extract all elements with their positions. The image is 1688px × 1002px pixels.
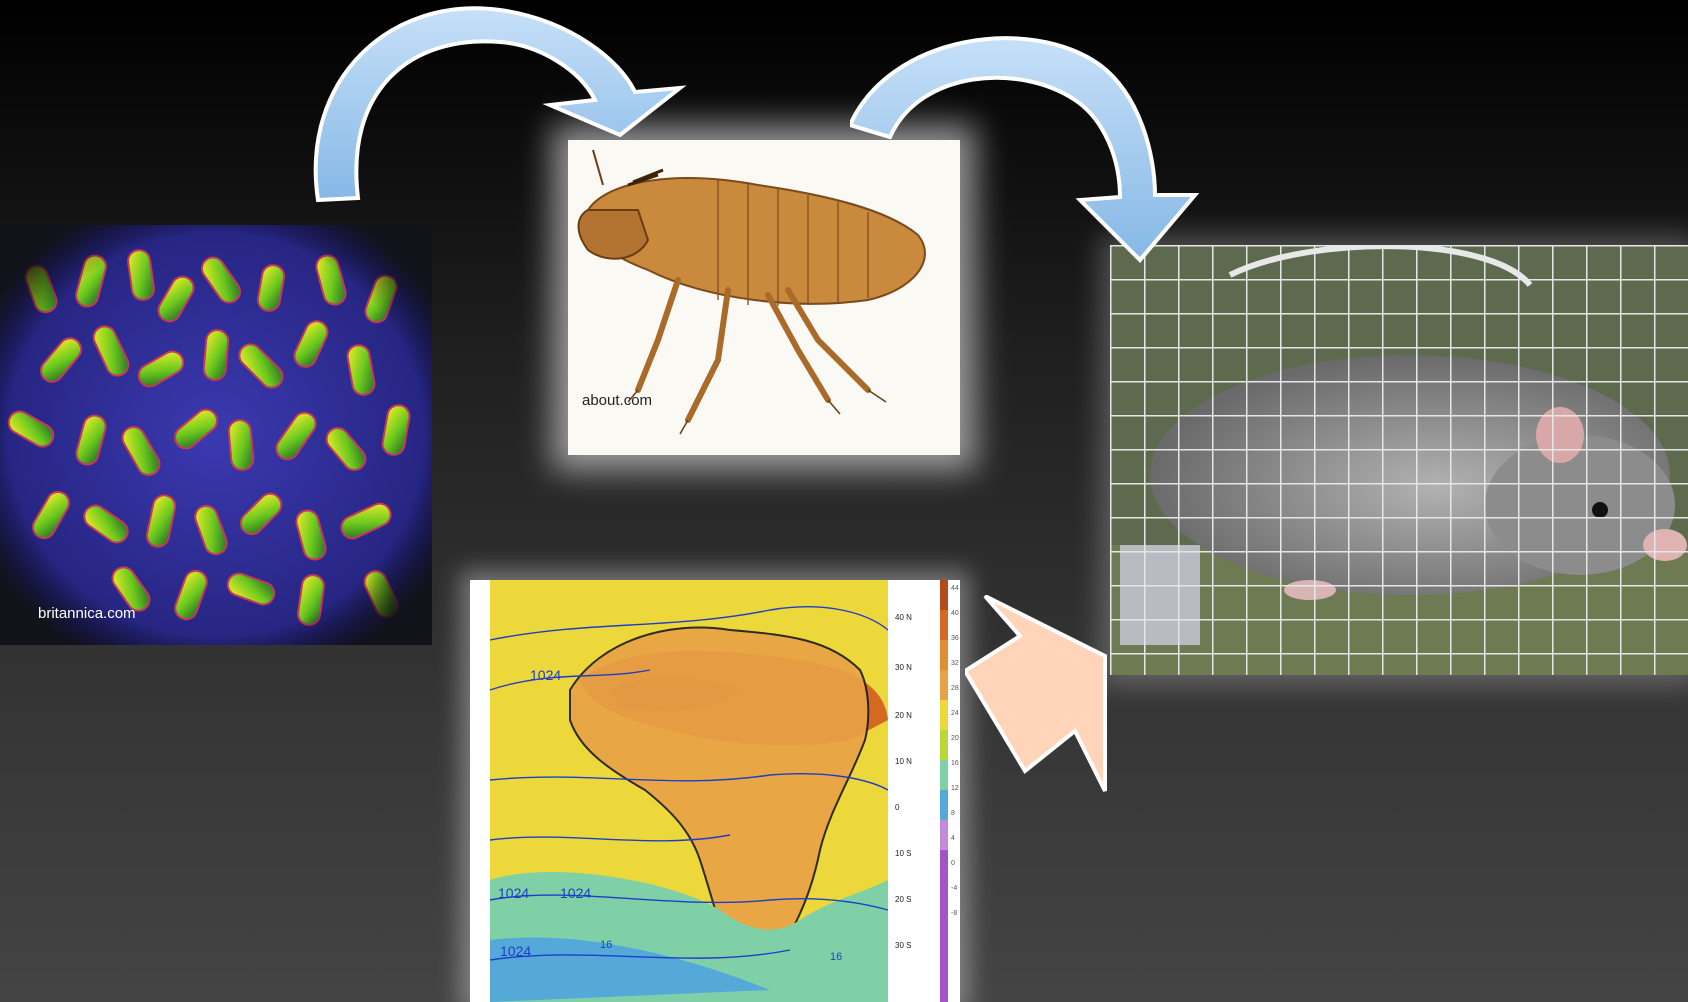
latitude-label: 10 N [895, 757, 912, 766]
latitude-label: 40 N [895, 613, 912, 622]
caged-rat-illustration [1110, 245, 1688, 675]
scale-label: -8 [951, 910, 957, 917]
scale-label: 4 [951, 835, 955, 842]
latitude-label: 30 N [895, 663, 912, 672]
scale-label: 36 [951, 635, 959, 642]
bacteria-image-panel: britannica.com [0, 225, 432, 645]
latitude-label: 20 S [895, 895, 911, 904]
scale-label: 12 [951, 785, 959, 792]
bacteria-illustration [0, 225, 432, 645]
scale-label: 16 [951, 760, 959, 767]
scale-label: 20 [951, 735, 959, 742]
isobar-label: 1024 [560, 885, 591, 901]
block-arrow-climate-to-rat [965, 595, 1115, 795]
curved-arrow-flea-to-rat [850, 25, 1230, 265]
scale-label: 24 [951, 710, 959, 717]
scale-label: 44 [951, 585, 959, 592]
scale-label: 40 [951, 610, 959, 617]
scale-label: 8 [951, 810, 955, 817]
latitude-label: 30 S [895, 941, 911, 950]
scale-label: 28 [951, 685, 959, 692]
latitude-label: 20 N [895, 711, 912, 720]
isobar-label: 16 [600, 939, 612, 951]
africa-climate-map-panel: 1024 1024 1024 1024 16 16 40 N 30 N 20 N… [470, 580, 960, 1002]
isobar-label: 1024 [498, 885, 529, 901]
bacteria-image-credit: britannica.com [38, 605, 136, 622]
isobar-label: 16 [830, 951, 842, 963]
latitude-label: 10 S [895, 849, 911, 858]
flea-image-credit: about.com [582, 392, 652, 409]
scale-label: 32 [951, 660, 959, 667]
caged-rat-image-panel [1110, 245, 1688, 675]
scale-label: 0 [951, 860, 955, 867]
curved-arrow-bacteria-to-flea [300, 0, 700, 210]
isobar-label: 1024 [530, 667, 561, 683]
africa-climate-map: 1024 1024 1024 1024 16 16 40 N 30 N 20 N… [470, 580, 960, 1002]
isobar-label: 1024 [500, 943, 531, 959]
scale-label: -4 [951, 885, 957, 892]
latitude-label: 0 [895, 803, 900, 812]
temperature-color-scale [940, 580, 948, 1002]
